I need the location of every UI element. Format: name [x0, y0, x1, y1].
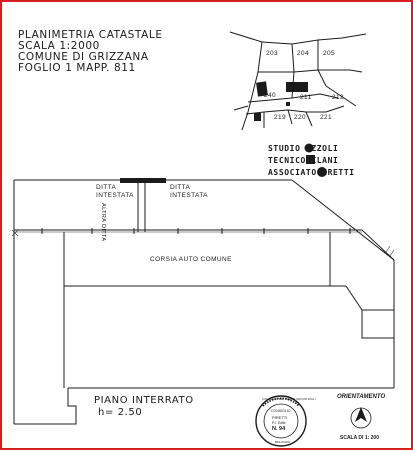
parcel-220: 220	[294, 114, 307, 121]
stamp-line-3: P.I. Edile	[272, 421, 286, 425]
header-foglio: FOGLIO 1 MAPP. 811	[18, 62, 136, 74]
studio-line-3: ASSOCIATO IRETTI	[268, 168, 355, 177]
parcel-221: 221	[320, 114, 333, 121]
interior-walls	[11, 229, 395, 388]
ditta-left-line1: DITTA	[96, 184, 117, 191]
parcel-219: 219	[274, 114, 287, 121]
ditta-right-line1: DITTA	[170, 184, 191, 191]
building-block-a	[256, 81, 268, 97]
studio-logo: STUDIO OZZOLI TECNICO ILANI ASSOCIATO IR…	[268, 141, 358, 179]
stamp-number: N. 94	[272, 426, 286, 432]
studio-line-1: STUDIO OZZOLI	[268, 144, 339, 153]
building-block-c	[254, 113, 261, 121]
parcel-204: 204	[297, 50, 310, 57]
parcel-205: 205	[323, 50, 336, 57]
stamp-rings	[255, 395, 307, 447]
stamp-top-text: COLLEGIO DEI PERITI INDUSTRIALI	[262, 397, 316, 401]
studio-logo-glyphs	[304, 143, 327, 177]
boundary-partition	[120, 178, 166, 232]
ramp-hatch	[385, 245, 395, 257]
parcel-211: 211	[300, 94, 312, 101]
column-ticks	[41, 228, 351, 234]
header-comune: COMUNE DI GRIZZANA	[18, 51, 149, 63]
parcel-212: 212	[332, 94, 345, 101]
studio-line-2: TECNICO ILANI	[268, 156, 339, 165]
level-title: PIANO INTERRATO	[94, 395, 194, 406]
orientation-scale: SCALA DI 1: 200	[340, 435, 379, 441]
stamp-line-1: CONSIGLIO	[271, 409, 291, 413]
parcel-203: 203	[266, 50, 279, 57]
corridor-label: CORSIA AUTO COMUNE	[150, 256, 232, 263]
stamp-bottom-text: BOLOGNA	[275, 440, 290, 444]
parcel-240: 240	[264, 92, 277, 99]
ditta-right-line2: INTESTATA	[170, 192, 208, 199]
building-block-d	[286, 102, 290, 106]
header-title: PLANIMETRIA CATASTALE	[18, 29, 163, 41]
compass-icon	[350, 407, 372, 429]
orientation-title: ORIENTAMENTO	[337, 394, 386, 400]
level-height: h= 2.50	[98, 407, 143, 418]
building-block-b	[286, 82, 308, 92]
outer-walls	[13, 179, 395, 425]
altra-ditta-label: ALTRA DITTA	[100, 203, 106, 242]
engineer-stamp: COLLEGIO DEI PERITI INDUSTRIALI CONSIGLI…	[254, 394, 316, 448]
stamp-line-2: PIRETTI	[272, 415, 288, 420]
ditta-left-line2: INTESTATA	[96, 192, 134, 199]
header-scale: SCALA 1:2000	[18, 40, 100, 52]
